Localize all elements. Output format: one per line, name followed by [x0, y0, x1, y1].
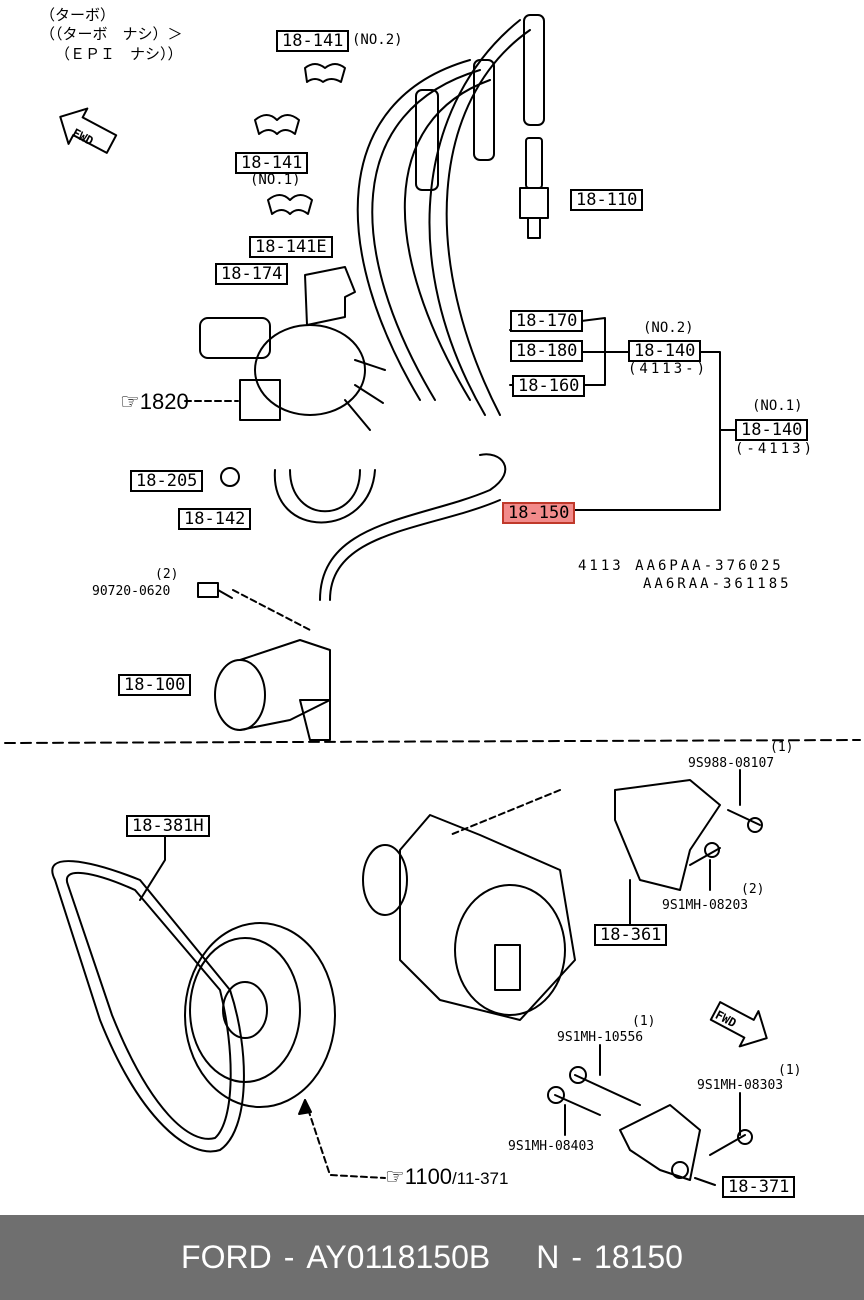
- plug-boot-icon: [523, 14, 545, 126]
- ref-1100[interactable]: ☞1100/11-371: [385, 1164, 508, 1190]
- alternator-icon: [362, 814, 576, 1021]
- part-18-110[interactable]: 18-110: [570, 189, 644, 211]
- wire-clip-icon: [267, 194, 313, 215]
- ref-11-371: /11-371: [452, 1169, 509, 1188]
- qty-1-c: (1): [778, 1063, 802, 1078]
- part-18-140-no2[interactable]: 18-140: [628, 340, 702, 362]
- grommet-icon: [220, 467, 240, 487]
- bolt-9s1mh-08203[interactable]: 9S1MH-08203: [662, 898, 749, 913]
- bolt-icon: [197, 582, 233, 599]
- bolt-9s1mh-08403[interactable]: 9S1MH-08403: [508, 1139, 595, 1154]
- bracket-icon: [614, 779, 721, 891]
- qty-no2: (NO.2): [352, 32, 403, 48]
- hand-pointer-icon: ☞: [385, 1164, 405, 1189]
- part-18-142[interactable]: 18-142: [178, 508, 252, 530]
- bolt-9s988-08107[interactable]: 9S988-08107: [688, 756, 775, 771]
- bolt-icon: [569, 1066, 641, 1106]
- note-line-3: （ＥＰＩ ナシ））: [55, 45, 183, 63]
- ref-1820[interactable]: ☞1820: [120, 389, 189, 415]
- footer-separator: -: [283, 1239, 295, 1275]
- part-18-141-no2[interactable]: 18-141: [276, 30, 350, 52]
- wire-clip-icon: [254, 114, 300, 135]
- fwd-arrow-icon: [709, 1001, 768, 1048]
- footer-n-label: N: [536, 1239, 560, 1275]
- diagram-drawing: [4, 14, 861, 1186]
- distributor-icon: [199, 317, 386, 431]
- qty-1-a: (1): [770, 740, 794, 755]
- bolt-icon: [547, 1086, 601, 1116]
- part-18-160[interactable]: 18-160: [512, 375, 586, 397]
- ref-1100-label: 1100: [404, 1164, 453, 1189]
- note-line-2: （（ターボ ナシ）＞: [40, 25, 183, 43]
- parts-diagram: （ターボ） （（ターボ ナシ）＞ （ＥＰＩ ナシ）） FWD FWD 18-14…: [4, 6, 861, 1198]
- part-18-180[interactable]: 18-180: [510, 340, 584, 362]
- part-18-150[interactable]: 18-150: [502, 502, 576, 524]
- part-18-381h[interactable]: 18-381H: [126, 815, 210, 837]
- range-b: (-4113): [735, 441, 816, 457]
- footer-part-number: AY0118150B: [306, 1239, 491, 1275]
- section-divider: [4, 739, 861, 744]
- qty-no1-b: (NO.1): [752, 398, 803, 414]
- qty-no1: (NO.1): [250, 172, 301, 188]
- part-18-140-no1[interactable]: 18-140: [735, 419, 809, 441]
- bolt-9s1mh-08303[interactable]: 9S1MH-08303: [697, 1078, 784, 1093]
- part-footer-bar: FORD - AY0118150B N - 18150: [0, 1215, 864, 1300]
- footer-separator: -: [571, 1239, 582, 1275]
- part-18-361[interactable]: 18-361: [594, 924, 668, 946]
- part-18-371[interactable]: 18-371: [722, 1176, 796, 1198]
- wire-clip-icon: [304, 63, 346, 83]
- part-18-141-no1[interactable]: 18-141: [235, 152, 309, 174]
- part-18-170[interactable]: 18-170: [510, 310, 584, 332]
- spark-plug-icon: [519, 137, 549, 239]
- drive-belt-icon: [51, 860, 245, 1153]
- part-18-205[interactable]: 18-205: [130, 470, 204, 492]
- bracket-icon: [619, 1104, 701, 1181]
- bolt-9s1mh-10556[interactable]: 9S1MH-10556: [557, 1030, 644, 1045]
- bolt-icon: [709, 1129, 753, 1156]
- part-18-141e[interactable]: 18-141E: [249, 236, 333, 258]
- bolt-90720-0620[interactable]: 90720-0620: [92, 584, 171, 599]
- bolt-icon: [727, 809, 763, 833]
- qty-2-a: (2): [155, 567, 179, 582]
- footer-brand: FORD: [181, 1239, 272, 1275]
- ignition-coil-icon: [214, 639, 331, 741]
- bolt-icon: [689, 842, 721, 866]
- plug-boot-icon: [415, 89, 439, 191]
- plug-boot-icon: [473, 59, 495, 161]
- pulley-icon: [184, 922, 336, 1108]
- qty-1-b: (1): [632, 1014, 656, 1029]
- part-18-100[interactable]: 18-100: [118, 674, 192, 696]
- hand-pointer-icon: ☞: [120, 389, 140, 414]
- part-18-174[interactable]: 18-174: [215, 263, 289, 285]
- serial-line-1: 4113 AA6PAA-376025: [578, 558, 784, 574]
- bracket-icon: [304, 266, 356, 326]
- note-line-1: （ターボ）: [40, 6, 116, 24]
- qty-no2-b: (NO.2): [643, 320, 694, 336]
- serial-line-2: AA6RAA-361185: [643, 576, 792, 592]
- footer-n-value: 18150: [593, 1239, 683, 1275]
- fwd-arrow-icon: [59, 107, 118, 154]
- qty-2-b: (2): [741, 882, 765, 897]
- ref-1820-label: 1820: [139, 389, 189, 414]
- range-a: (4113-): [628, 361, 709, 377]
- clamp-icon: [273, 469, 376, 524]
